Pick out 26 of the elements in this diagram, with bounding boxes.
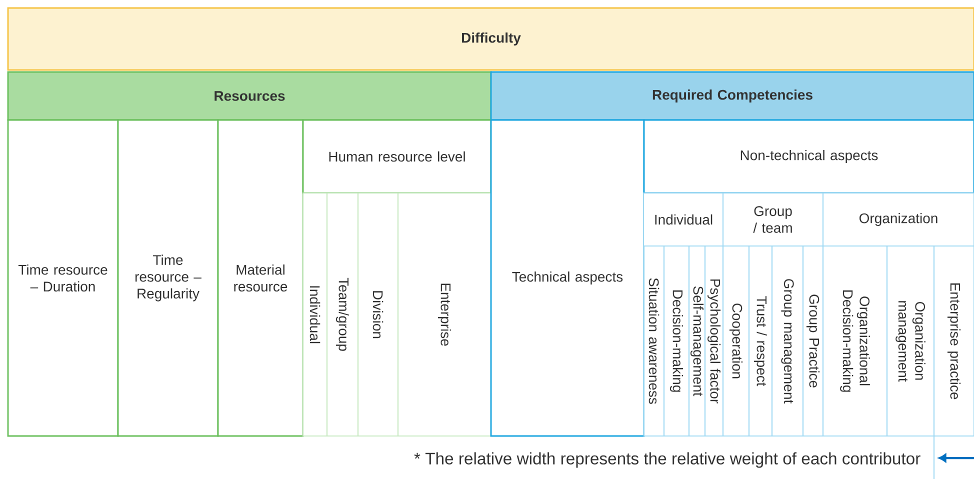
category-cell: Self-management bbox=[688, 245, 706, 437]
category-cell: Individual bbox=[642, 192, 724, 247]
category-cell: Decision-making bbox=[663, 245, 690, 437]
node-label: Organization bbox=[859, 212, 938, 226]
category-cell: Group / team bbox=[722, 192, 824, 247]
category-cell: Organization management bbox=[886, 245, 935, 437]
category-cell: Group Practice bbox=[802, 245, 824, 437]
category-cell: Trust / respect bbox=[748, 245, 773, 437]
category-cell: Individual bbox=[302, 192, 328, 437]
category-cell: Cooperation bbox=[722, 245, 750, 437]
category-cell: Human resource level bbox=[302, 119, 492, 194]
footnote: * The relative width represents the relative weight of each contributor bbox=[414, 452, 920, 468]
category-cell: Time resource – Regularity bbox=[117, 119, 219, 437]
category-cell: Situation awareness bbox=[643, 245, 665, 437]
node-label: Enterprise practice bbox=[947, 283, 961, 400]
category-cell: Group management bbox=[771, 245, 804, 437]
node-label: Non-technical aspects bbox=[740, 150, 878, 164]
category-cell: Organization bbox=[822, 192, 974, 247]
header-band: Resources bbox=[7, 71, 492, 121]
category-cell: Division bbox=[357, 192, 399, 437]
category-cell: Enterprise practice bbox=[933, 245, 974, 437]
category-cell: Psychological factor bbox=[704, 245, 724, 437]
category-cell: Team/group bbox=[326, 192, 359, 437]
title-band: Difficulty bbox=[7, 7, 974, 71]
header-band: Required Competencies bbox=[490, 71, 974, 121]
category-cell: Time resource – Duration bbox=[7, 119, 119, 437]
